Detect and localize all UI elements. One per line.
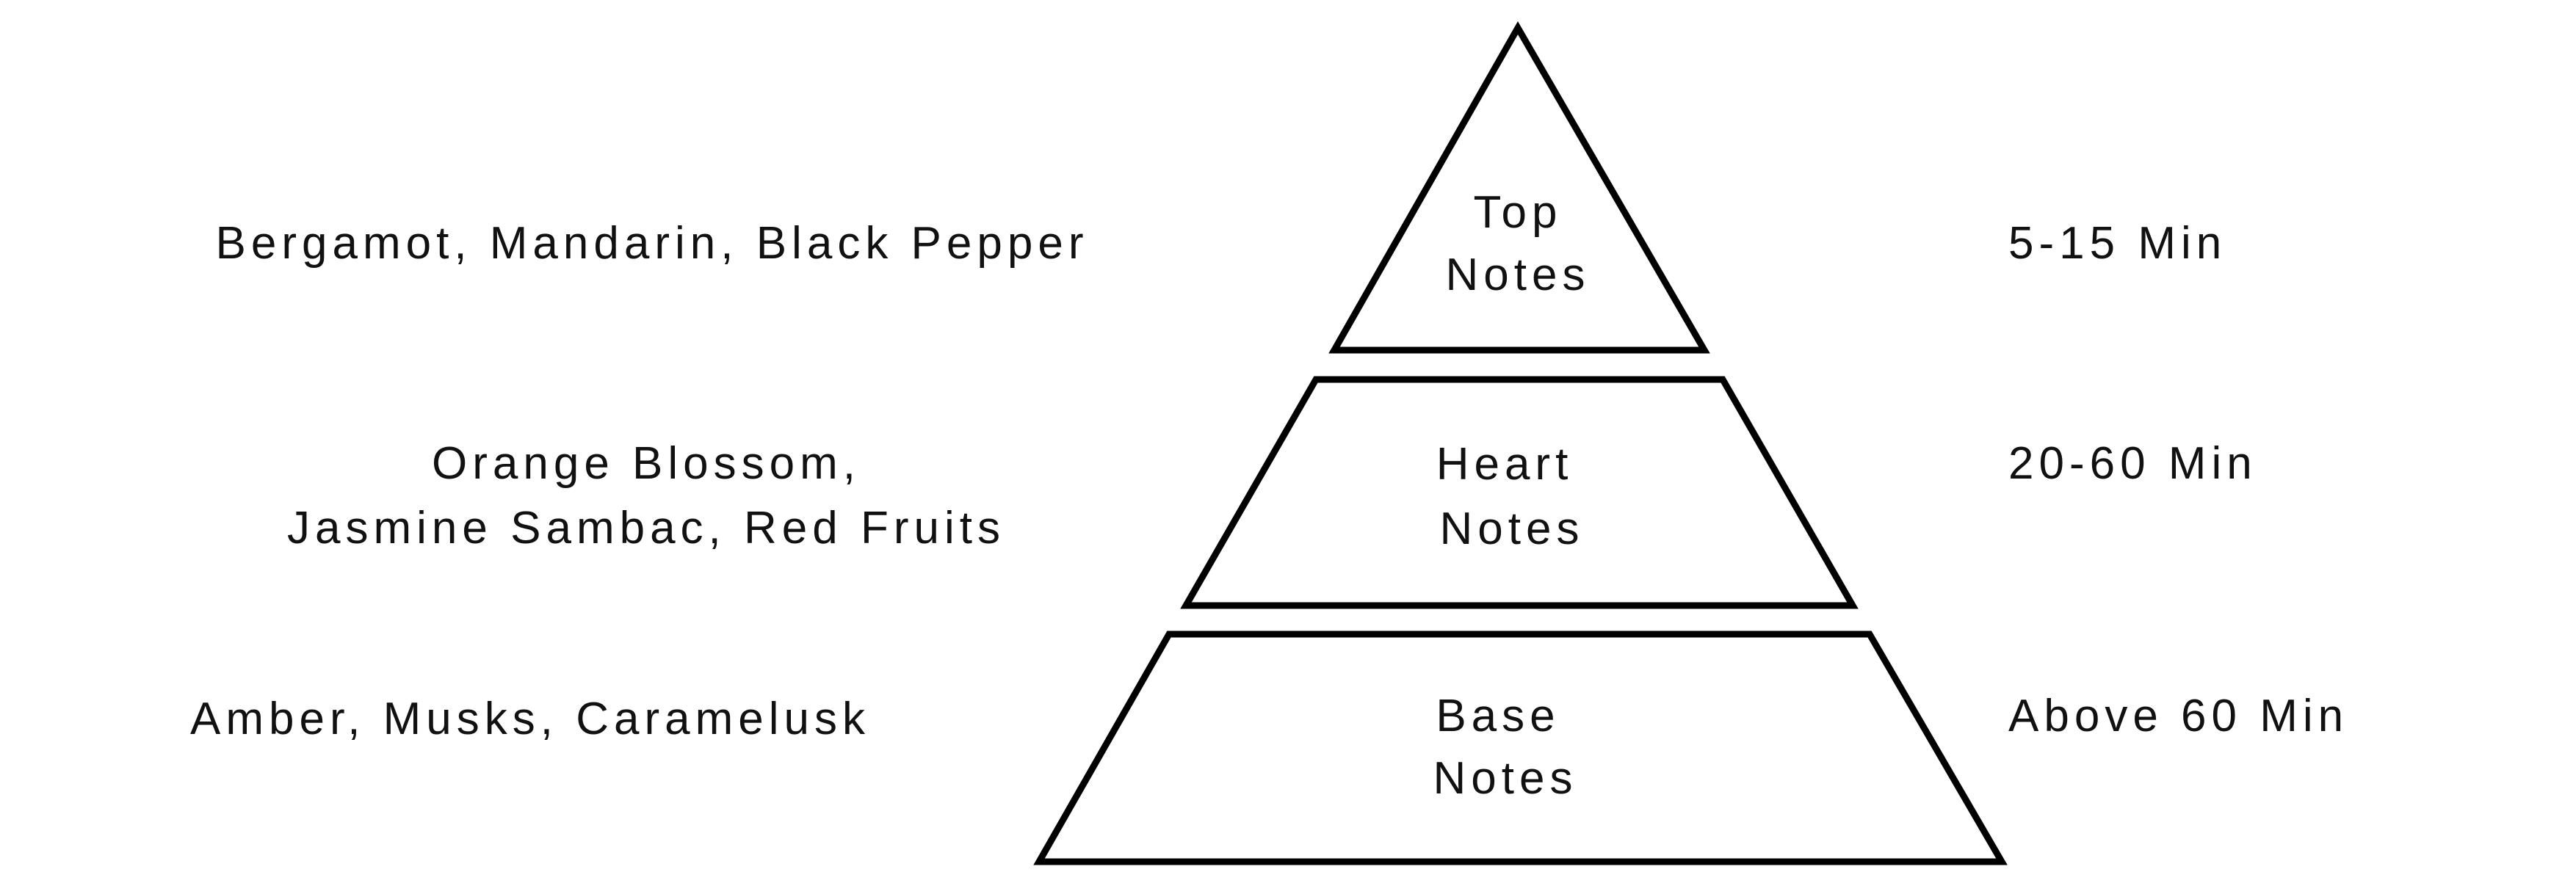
base-notes-duration: Above 60 Min	[2008, 691, 2348, 741]
top-notes-triangle	[1328, 21, 1710, 354]
base-notes-label-line2: Notes	[1433, 753, 1578, 804]
top-notes-ingredients: Bergamot, Mandarin, Black Pepper	[216, 218, 1089, 269]
heart-notes-ingredients-line1: Orange Blossom,	[432, 438, 861, 489]
heart-notes-trapezoid	[1180, 376, 1859, 609]
heart-notes-ingredients-line2: Jasmine Sambac, Red Fruits	[287, 503, 1005, 553]
top-notes-duration: 5-15 Min	[2008, 218, 2226, 269]
base-notes-ingredients: Amber, Musks, Caramelusk	[190, 694, 870, 744]
heart-notes-duration: 20-60 Min	[2008, 438, 2257, 489]
heart-notes-label-line1: Heart	[1436, 439, 1574, 490]
top-notes-label-line2: Notes	[1446, 250, 1591, 300]
heart-notes-label-line2: Notes	[1440, 504, 1585, 554]
base-notes-trapezoid	[1033, 631, 2008, 865]
base-notes-label-line1: Base	[1436, 691, 1560, 741]
top-notes-label-line1: Top	[1474, 187, 1563, 238]
